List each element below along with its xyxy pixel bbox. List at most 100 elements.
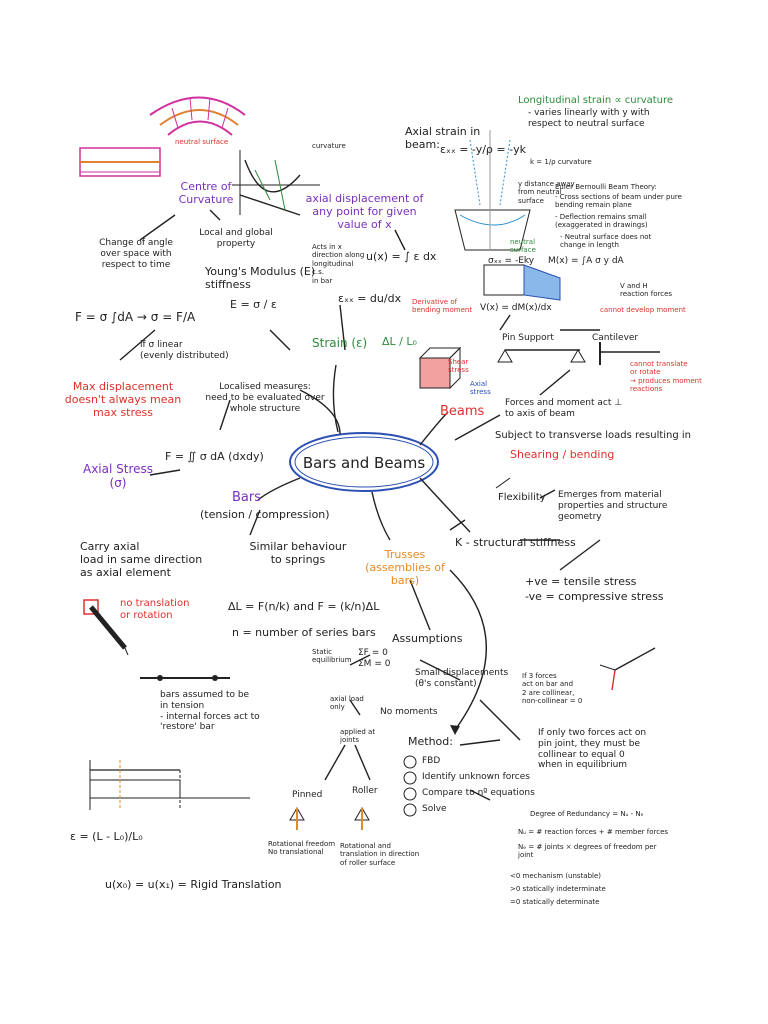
strain-ratio: ΔL / L₀: [382, 335, 417, 348]
roller-note: Rotational and translation in direction …: [340, 842, 420, 867]
degree-redundancy: Degree of Redundancy = Nᵤ - Nₑ: [530, 810, 644, 818]
local-global: Local and global property: [199, 228, 273, 249]
cantilever: Cantilever: [592, 333, 639, 343]
center-title: Bars and Beams: [302, 454, 426, 472]
flexibility: Flexibility: [498, 492, 546, 503]
bars-spring-n: n = number of series bars: [232, 626, 376, 639]
centre-of-curvature: Centre of Curvature: [178, 180, 234, 207]
bars-spring-eq: ΔL = F(n/k) and F = (k/n)ΔL: [228, 600, 380, 613]
curvature-label: curvature: [312, 142, 346, 150]
k-stiffness: K - structural stiffness: [455, 536, 576, 549]
axial-stress-beam: Axial stress: [470, 380, 491, 397]
axial-stress-eq: F = ∬ σ dA (dxdy): [165, 450, 264, 463]
u-eq: u(x) = ∫ ε dx: [366, 250, 437, 263]
youngs-modulus: Young's Modulus (E) stiffness: [205, 265, 316, 292]
bars-sublabel: (tension / compression): [200, 508, 330, 521]
beam-block: [483, 264, 561, 301]
euler-3: - Neutral surface does not change in len…: [560, 233, 652, 250]
strain-eq: ε = (L - L₀)/L₀: [70, 830, 143, 843]
center-ellipse: [289, 432, 439, 492]
no-moments: No moments: [380, 707, 438, 717]
ne-def: Nₑ = # joints × degrees of freedom per j…: [518, 843, 657, 860]
bar-element-sketch: [83, 599, 129, 656]
beam-neutral: neutral surface: [510, 238, 536, 255]
cannot-translate: cannot translate or rotate → produces mo…: [630, 360, 702, 394]
pinned: Pinned: [292, 790, 323, 800]
tensile: +ve = tensile stress: [525, 575, 637, 588]
longitudinal-strain: Longitudinal strain ∝ curvature: [518, 95, 674, 106]
if-linear: if σ linear (evenly distributed): [140, 340, 229, 361]
axial-displacement: axial displacement of any point for give…: [305, 192, 424, 232]
method-step-1: FBD: [422, 756, 441, 766]
exx-eq: εₓₓ = du/dx: [338, 292, 402, 305]
strain-label: Strain (ε): [312, 336, 368, 350]
assumptions: Assumptions: [392, 632, 463, 645]
shearing-bending: Shearing / bending: [510, 448, 615, 461]
euler-1: - Cross sections of beam under pure bend…: [555, 193, 682, 210]
exx-beam-eq: εₓₓ = -y/ρ = -yk: [440, 143, 526, 156]
roller: Roller: [352, 786, 378, 796]
method-step-3: Compare to nº equations: [422, 788, 535, 798]
support-sketches: [497, 342, 660, 365]
axial-only: axial load only: [330, 695, 364, 712]
axial-stress-label: Axial Stress (σ): [82, 462, 154, 491]
method-step-4: Solve: [422, 804, 447, 814]
eq0: =0 statically determinate: [510, 898, 600, 906]
nu-def: Nᵤ = # reaction forces + # member forces: [518, 828, 669, 836]
bending-derivative: Derivative of bending moment: [412, 298, 473, 315]
trusses-label: Trusses (assemblies of bars): [365, 548, 445, 588]
applied-at-joints: applied at joints: [340, 728, 376, 745]
method-label: Method:: [408, 735, 453, 748]
three-forces-sketch: [599, 647, 656, 691]
three-forces: If 3 forces act on bar and 2 are colline…: [522, 672, 583, 706]
axial-strain-beam: Axial strain in beam:: [405, 125, 481, 152]
neutral-surface-label: neutral surface: [175, 138, 229, 146]
change-of-angle: Change of angle over space with respect …: [99, 238, 173, 270]
acts-note: Acts in x direction along longitudinal c…: [312, 243, 365, 285]
tension-bar-sketch: [140, 675, 230, 681]
localised-measures: Localised measures: need to be evaluated…: [205, 382, 325, 414]
pinned-note: Rotational freedom No translational: [268, 840, 336, 857]
v-eq: V(x) = dM(x)/dx: [480, 303, 552, 313]
small-displacements: Small displacements (θ's constant): [415, 668, 509, 689]
static-equilibrium: Static equilibrium: [312, 648, 352, 665]
beam-stress-sketch: [454, 130, 531, 251]
bars-axial-load: Carry axial load in same direction as ax…: [80, 540, 203, 580]
varies-linearly: - varies linearly with y with respect to…: [528, 108, 650, 129]
stress-cube: [418, 346, 462, 390]
bars-tension-note: bars assumed to be in tension - internal…: [160, 690, 260, 733]
equilibrium-sums: ΣF = 0 ΣM = 0: [358, 648, 391, 669]
f-sigma-eq: F = σ ∫dA → σ = F/A: [75, 310, 196, 324]
bars-no-translation: no translation or rotation: [120, 598, 190, 621]
two-forces: If only two forces act on pin joint, the…: [538, 728, 647, 771]
compressive: -ve = compressive stress: [525, 590, 664, 603]
pin-support: Pin Support: [502, 333, 554, 343]
truss-supports: [289, 807, 370, 830]
bars-label: Bars: [232, 490, 262, 505]
sigma-xx: σₓₓ = -Eky: [488, 256, 535, 266]
v-h-reaction: V and H reaction forces: [620, 282, 673, 299]
displacement-diagram: [89, 760, 250, 810]
curvature-graph: [232, 150, 320, 215]
gt0: >0 statically indeterminate: [510, 885, 606, 893]
method-step-bullets: [403, 755, 417, 817]
cannot-moment: cannot develop moment: [600, 306, 686, 314]
transverse-loads: Subject to transverse loads resulting in: [495, 430, 692, 441]
lt0: <0 mechanism (unstable): [510, 872, 602, 880]
euler-2: - Deflection remains small (exaggerated …: [555, 213, 648, 230]
beams-label: Beams: [440, 404, 485, 419]
shear-stress: Shear stress: [448, 358, 469, 375]
emerges-from: Emerges from material properties and str…: [558, 490, 668, 522]
y-distance: y distance away from neutral surface: [518, 180, 575, 205]
rigid-translation: u(x₀) = u(x₁) = Rigid Translation: [105, 878, 282, 891]
forces-perp: Forces and moment act ⊥ to axis of beam: [505, 398, 623, 419]
max-displacement: Max displacement doesn't always mean max…: [64, 380, 182, 420]
method-step-2: Identify unknown forces: [422, 772, 530, 782]
bars-similar: Similar behaviour to springs: [249, 540, 347, 567]
bent-beam-sketch: [79, 96, 246, 177]
moment-eq: M(x) = ∫A σ y dA: [548, 256, 624, 266]
youngs-eq: E = σ / ε: [230, 298, 277, 311]
euler-title: Euler Bernoulli Beam Theory:: [555, 183, 657, 191]
k-curvature: k = 1/ρ curvature: [530, 158, 592, 166]
